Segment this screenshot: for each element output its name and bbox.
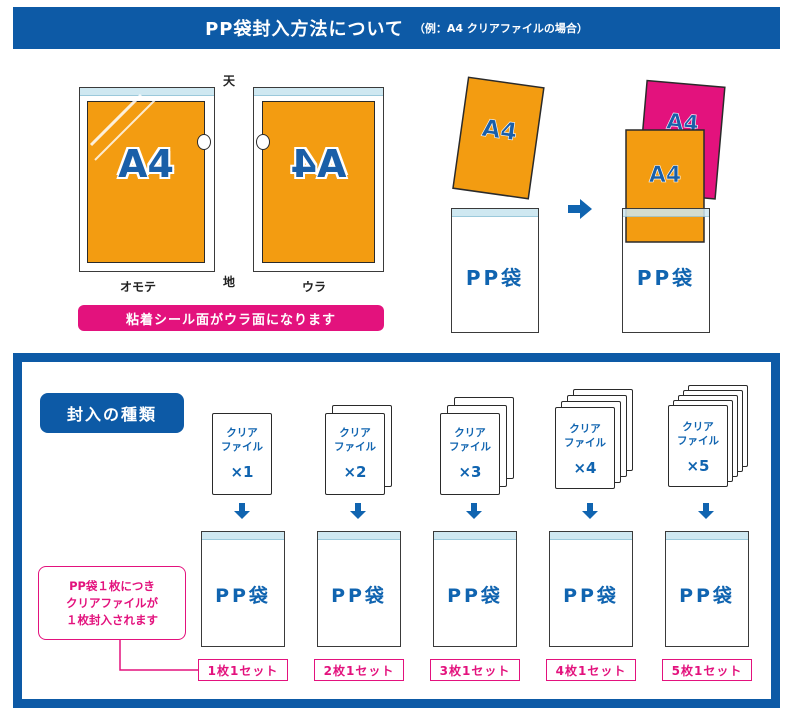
set-label-1: 1枚1セット — [198, 659, 288, 681]
folder-notch — [197, 134, 211, 150]
set-label-4: 4枚1セット — [546, 659, 636, 681]
back-a4-label: A4 — [290, 142, 347, 186]
down-arrow-head — [350, 511, 366, 519]
down-arrow-head — [698, 511, 714, 519]
down-arrow-icon — [471, 503, 477, 512]
set-label-3: 3枚1セット — [430, 659, 520, 681]
file-count: ×1 — [230, 463, 254, 481]
down-arrow-head — [582, 511, 598, 519]
pp-bag-4 — [549, 531, 633, 647]
seal-strip — [80, 88, 214, 96]
tilted-folder: A4 — [452, 76, 545, 200]
clear-file-label-1: クリア — [682, 421, 714, 433]
page-subtitle: （例：A4 クリアファイルの場合） — [413, 22, 588, 35]
front-label: オモテ — [120, 280, 157, 294]
down-arrow-icon — [355, 503, 361, 512]
clear-file-label-2: ファイル — [677, 435, 719, 447]
orange-folder: A4 — [625, 129, 705, 243]
file-count: ×5 — [686, 457, 710, 475]
pp-bag-2 — [317, 531, 401, 647]
down-arrow-icon — [703, 503, 709, 512]
down-arrow-icon — [239, 503, 245, 512]
empty-bag — [451, 208, 539, 333]
pp-bag-label: PP袋 — [679, 585, 735, 607]
clear-file-label-1: クリア — [226, 427, 258, 439]
packing-types-badge: 封入の種類 — [40, 393, 184, 433]
note-connector — [119, 640, 198, 671]
page-header: PP袋封入方法について （例：A4 クリアファイルの場合） — [13, 7, 780, 49]
file-count: ×4 — [573, 459, 597, 477]
clear-file-stack — [325, 413, 385, 495]
front-a4-label: A4 — [118, 142, 174, 186]
clear-file-stack — [212, 413, 272, 495]
down-arrow-icon — [587, 503, 593, 512]
pp-bag-5 — [665, 531, 749, 647]
folder-notch — [256, 134, 270, 150]
seal-strip — [623, 209, 709, 217]
clear-file-stack — [555, 407, 615, 489]
bottom-mark: 地 — [223, 275, 236, 289]
gloss-reflection — [89, 93, 156, 161]
pp-bag-3 — [433, 531, 517, 647]
pp-bag-label: PP袋 — [215, 585, 271, 607]
pp-bag-1 — [201, 531, 285, 647]
page-title: PP袋封入方法について — [205, 19, 404, 40]
clear-file-label-2: ファイル — [564, 437, 606, 449]
note-line-1: PP袋１枚につき — [69, 578, 155, 593]
svg-text:A4: A4 — [480, 114, 519, 147]
empty-bag-label: PP袋 — [465, 266, 525, 290]
clear-file-stack — [668, 405, 728, 487]
set-label-2: 2枚1セット — [314, 659, 404, 681]
seal-strip — [452, 209, 538, 217]
clear-file-label-1: クリア — [454, 427, 486, 439]
filled-bag — [622, 208, 710, 333]
clear-file-label-1: クリア — [569, 423, 601, 435]
file-count: ×2 — [343, 463, 367, 481]
file-count: ×3 — [458, 463, 482, 481]
note-line-3: １枚封入されます — [66, 612, 158, 627]
seal-strip — [254, 88, 383, 96]
seal-note: 粘着シール面がウラ面になります — [78, 305, 384, 331]
pp-bag-label: PP袋 — [331, 585, 387, 607]
clear-file-label-2: ファイル — [449, 441, 491, 453]
clear-file-label-2: ファイル — [334, 441, 376, 453]
clear-file-label-2: ファイル — [221, 441, 263, 453]
note-line-2: クリアファイルが — [66, 595, 158, 610]
back-label: ウラ — [302, 280, 327, 294]
pp-bag-label: PP袋 — [447, 585, 503, 607]
down-arrow-head — [234, 511, 250, 519]
right-arrow-icon — [568, 199, 592, 219]
filled-bag-label: PP袋 — [636, 266, 696, 290]
pp-bag-label: PP袋 — [563, 585, 619, 607]
top-mark: 天 — [223, 74, 236, 88]
down-arrow-head — [466, 511, 482, 519]
packing-note: PP袋１枚につき クリアファイルが １枚封入されます — [38, 566, 186, 640]
svg-text:A4: A4 — [649, 163, 681, 188]
clear-file-label-1: クリア — [339, 427, 371, 439]
set-label-5: 5枚1セット — [662, 659, 752, 681]
back-folder — [256, 101, 375, 263]
clear-file-stack — [440, 413, 500, 495]
